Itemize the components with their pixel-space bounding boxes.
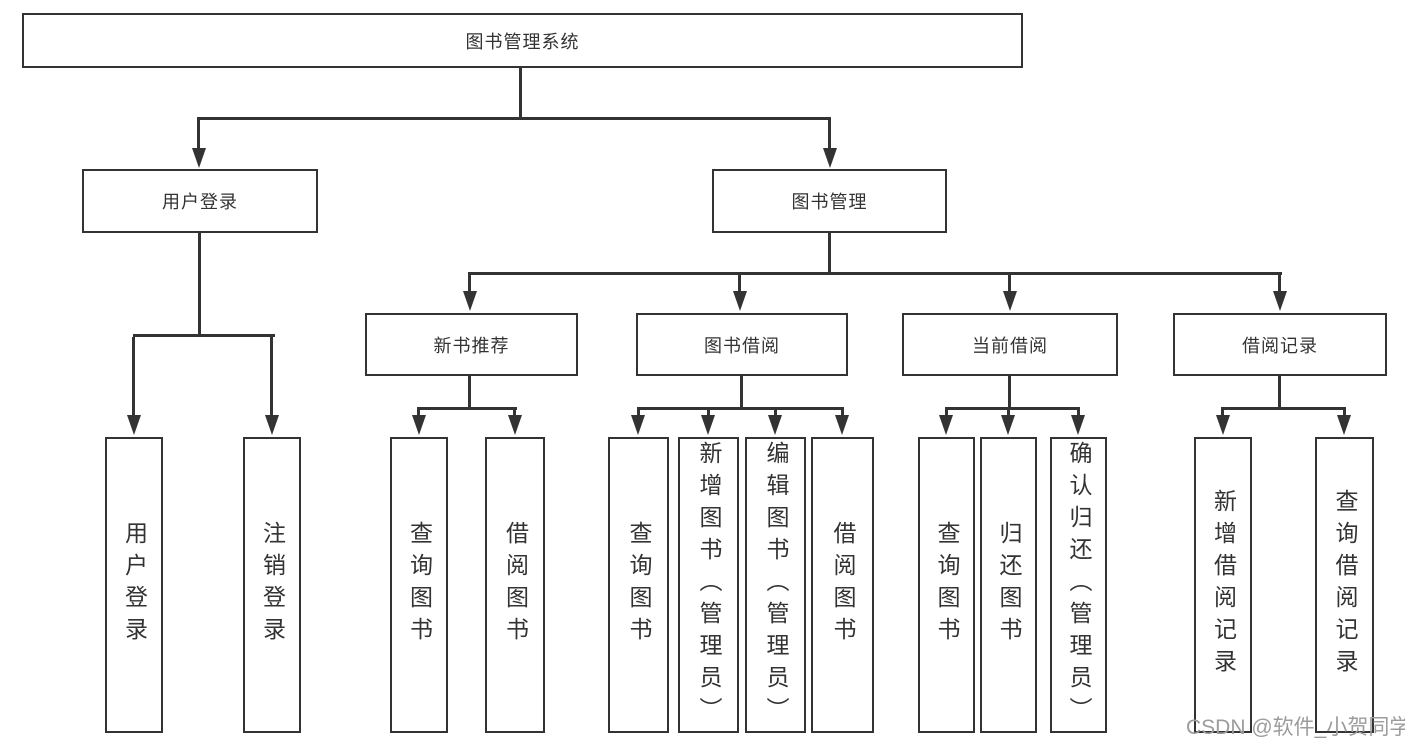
node-new-book-recommend-label: 新书推荐 bbox=[433, 335, 510, 356]
connector-drop-query-current bbox=[945, 407, 948, 421]
leaf-edit-books-admin-label: 编辑图书（管理员） bbox=[763, 441, 789, 729]
connector-records-bar bbox=[1221, 407, 1345, 410]
leaf-return-books: 归还图书 bbox=[980, 437, 1037, 733]
leaf-add-books-admin-label: 新增图书（管理员） bbox=[696, 441, 722, 729]
arrowhead-query-recommend bbox=[412, 415, 426, 435]
connector-currentborrow-stub bbox=[1008, 376, 1011, 410]
arrowhead-leaf-user-login bbox=[127, 415, 141, 435]
connector-currentborrow-bar bbox=[945, 407, 1080, 410]
node-user-login: 用户登录 bbox=[82, 169, 318, 233]
connector-drop-book-borrow bbox=[738, 275, 741, 293]
connector-drop-confirm-return bbox=[1077, 407, 1080, 421]
arrowhead-user-login bbox=[192, 148, 206, 168]
node-borrow-records: 借阅记录 bbox=[1173, 313, 1387, 376]
leaf-return-books-label: 归还图书 bbox=[996, 521, 1022, 649]
connector-userlogin-stub bbox=[198, 233, 201, 337]
arrowhead-confirm-return bbox=[1071, 415, 1085, 435]
node-book-management: 图书管理 bbox=[712, 169, 947, 233]
connector-drop-book-management bbox=[828, 117, 831, 149]
node-book-borrow-label: 图书借阅 bbox=[704, 335, 780, 356]
leaf-user-login-label: 用户登录 bbox=[121, 521, 148, 649]
connector-userlogin-bar bbox=[133, 334, 275, 337]
node-book-borrow: 图书借阅 bbox=[636, 313, 848, 376]
leaf-add-borrow-record: 新增借阅记录 bbox=[1194, 437, 1252, 733]
connector-bookborrow-bar bbox=[637, 407, 844, 410]
node-root-library-system: 图书管理系统 bbox=[22, 13, 1023, 68]
leaf-borrow-books-recommend-label: 借阅图书 bbox=[502, 521, 529, 649]
arrowhead-edit-books bbox=[768, 415, 782, 435]
leaf-borrow-books-label: 借阅图书 bbox=[830, 521, 856, 649]
leaf-borrow-books: 借阅图书 bbox=[811, 437, 874, 733]
connector-drop-current-borrow bbox=[1008, 275, 1011, 293]
connector-drop-leaf-logout bbox=[270, 337, 273, 417]
arrowhead-current-borrow bbox=[1003, 291, 1017, 311]
connector-drop-new-book-recommend bbox=[468, 275, 471, 293]
leaf-confirm-return-admin: 确认归还（管理员） bbox=[1050, 437, 1107, 733]
connector-drop-query-borrow bbox=[637, 407, 640, 421]
connector-drop-add-books bbox=[707, 407, 710, 421]
connector-drop-return-books bbox=[1007, 407, 1010, 421]
leaf-query-borrow-record: 查询借阅记录 bbox=[1315, 437, 1374, 733]
connector-drop-query-record bbox=[1343, 407, 1346, 421]
connector-recommend-stub bbox=[468, 376, 471, 410]
connector-drop-user-login bbox=[197, 117, 200, 149]
arrowhead-new-book-recommend bbox=[463, 291, 477, 311]
arrowhead-book-borrow bbox=[733, 291, 747, 311]
connector-drop-edit-books bbox=[774, 407, 777, 421]
connector-drop-borrow-records bbox=[1278, 275, 1281, 293]
leaf-add-borrow-record-label: 新增借阅记录 bbox=[1210, 489, 1237, 681]
node-new-book-recommend: 新书推荐 bbox=[365, 313, 578, 376]
node-root-label: 图书管理系统 bbox=[465, 31, 580, 52]
node-current-borrow: 当前借阅 bbox=[902, 313, 1118, 376]
arrowhead-query-record bbox=[1337, 415, 1351, 435]
leaf-logout-label: 注销登录 bbox=[259, 521, 286, 649]
connector-drop-query-recommend bbox=[417, 407, 420, 421]
leaf-query-books-current-label: 查询图书 bbox=[934, 521, 960, 649]
arrowhead-query-current bbox=[939, 415, 953, 435]
connector-records-stub bbox=[1278, 376, 1281, 410]
node-borrow-records-label: 借阅记录 bbox=[1242, 335, 1318, 356]
node-book-management-label: 图书管理 bbox=[791, 192, 868, 212]
leaf-borrow-books-recommend: 借阅图书 bbox=[485, 437, 545, 733]
arrowhead-leaf-logout bbox=[265, 415, 279, 435]
node-current-borrow-label: 当前借阅 bbox=[972, 335, 1048, 356]
connector-drop-borrow-books bbox=[841, 407, 844, 421]
connector-drop-add-record bbox=[1221, 407, 1224, 421]
arrowhead-book-management bbox=[823, 148, 837, 168]
leaf-query-books-recommend-label: 查询图书 bbox=[406, 521, 433, 649]
csdn-watermark: CSDN @软件_小贺同学 bbox=[1186, 716, 1405, 739]
leaf-query-books-borrow-label: 查询图书 bbox=[626, 521, 652, 649]
leaf-query-borrow-record-label: 查询借阅记录 bbox=[1332, 489, 1358, 681]
leaf-confirm-return-admin-label: 确认归还（管理员） bbox=[1066, 441, 1092, 729]
connector-bookmgmt-bar bbox=[468, 272, 1282, 275]
connector-bookmgmt-stub bbox=[828, 233, 831, 275]
connector-bookborrow-stub bbox=[740, 376, 743, 410]
leaf-logout: 注销登录 bbox=[243, 437, 301, 733]
arrowhead-borrow-records bbox=[1273, 291, 1287, 311]
arrowhead-query-borrow bbox=[631, 415, 645, 435]
arrowhead-add-books bbox=[701, 415, 715, 435]
connector-recommend-bar bbox=[417, 407, 517, 410]
connector-drop-borrow-recommend bbox=[513, 407, 516, 421]
node-user-login-label: 用户登录 bbox=[162, 192, 238, 212]
leaf-query-books-current: 查询图书 bbox=[918, 437, 975, 733]
arrowhead-add-record bbox=[1216, 415, 1230, 435]
leaf-add-books-admin: 新增图书（管理员） bbox=[678, 437, 739, 733]
arrowhead-return-books bbox=[1001, 415, 1015, 435]
leaf-edit-books-admin: 编辑图书（管理员） bbox=[745, 437, 806, 733]
arrowhead-borrow-books bbox=[835, 415, 849, 435]
connector-root-stub bbox=[519, 68, 522, 117]
arrowhead-borrow-recommend bbox=[508, 415, 522, 435]
connector-root-bar bbox=[197, 117, 831, 120]
leaf-query-books-recommend: 查询图书 bbox=[390, 437, 448, 733]
leaf-user-login: 用户登录 bbox=[105, 437, 163, 733]
connector-drop-leaf-user-login bbox=[132, 337, 135, 417]
leaf-query-books-borrow: 查询图书 bbox=[608, 437, 669, 733]
